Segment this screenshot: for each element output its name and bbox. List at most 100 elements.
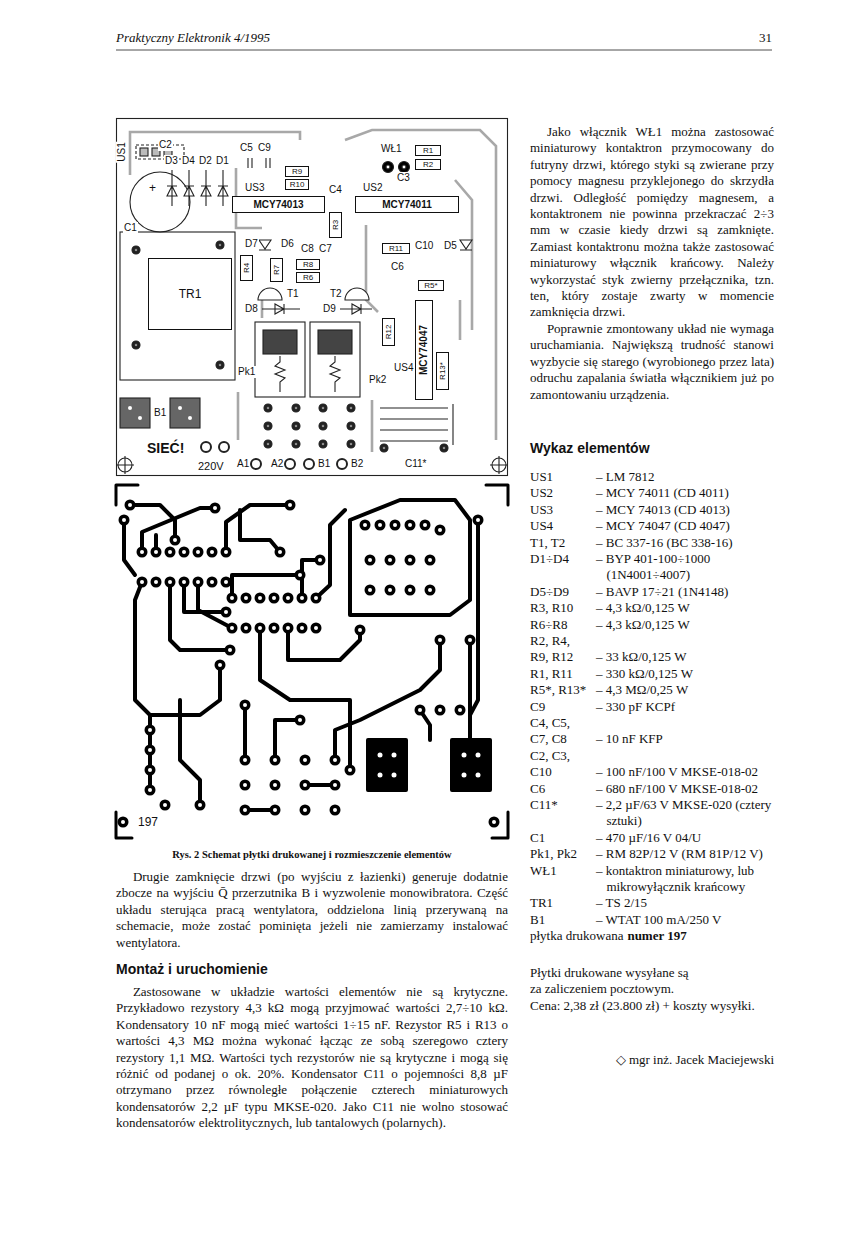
pcb-pad	[145, 765, 156, 776]
pcb-artwork	[170, 582, 230, 650]
reed-switch-pads	[399, 162, 410, 173]
part-label: 220V	[197, 460, 225, 473]
part-label: US1	[116, 141, 128, 162]
pcb-pad	[151, 577, 162, 588]
part-designator: R9, R12	[530, 649, 596, 665]
part-label: D4	[181, 155, 196, 167]
component-name: R4	[243, 263, 251, 273]
relay-outline	[264, 440, 272, 448]
header-rule	[116, 50, 772, 51]
relay-outline	[319, 440, 327, 448]
relay-outline	[330, 356, 340, 392]
pcb-artwork	[378, 753, 383, 758]
capacitor-bank	[380, 440, 448, 441]
ic-outline: MCY74013	[232, 196, 325, 213]
pcb-pad	[165, 547, 176, 558]
pcb-pad	[330, 805, 341, 816]
part-designator: US4	[530, 518, 596, 534]
component-box: R12	[382, 318, 395, 346]
pcb-artwork	[316, 510, 345, 598]
terminal-screw	[285, 459, 295, 469]
pcb-pad	[221, 547, 232, 558]
pcb-pad	[465, 635, 476, 646]
part-label: D6	[280, 238, 295, 250]
pcb-pad	[330, 755, 341, 766]
component-box: R11	[382, 243, 410, 254]
pcb-artwork	[462, 753, 467, 758]
pcb-pad	[240, 700, 251, 711]
pcb-pad	[269, 623, 280, 634]
relay-outline	[264, 404, 272, 412]
part-designator: US1	[530, 469, 596, 485]
component-name: R11	[389, 245, 403, 253]
pcb-artwork	[135, 582, 150, 790]
part-designator: B1	[530, 912, 596, 928]
body-paragraph: Drugie zamknięcie drzwi (po wyjściu z ła…	[116, 869, 508, 951]
parts-row: C7, C8– 10 nF KFP	[530, 731, 774, 747]
pcb-artwork	[378, 773, 383, 778]
diode-symbol	[201, 170, 211, 206]
part-label: C2	[158, 139, 173, 151]
part-label: D3	[164, 155, 179, 167]
pcb-pad	[160, 800, 171, 811]
part-value: – BYP 401-100÷1000 (1N4001÷4007)	[596, 551, 774, 584]
part-label: D8	[244, 303, 259, 315]
part-value: – MCY 74013 (CD 4013)	[596, 502, 774, 518]
part-designator: Pk1, Pk2	[530, 846, 596, 862]
pcb-pad	[455, 705, 466, 716]
pcb-pad	[179, 577, 190, 588]
relay-outline	[319, 404, 327, 412]
board-text: płytka drukowana	[530, 928, 624, 943]
capacitor-symbol	[251, 158, 252, 168]
part-label: A1	[236, 458, 250, 470]
pcb-pad	[270, 755, 281, 766]
capacitor-symbol	[247, 158, 248, 168]
part-label: B1	[317, 458, 331, 470]
pcb-artwork	[116, 485, 508, 838]
fuse-holder	[138, 416, 142, 420]
terminal-screw	[251, 459, 261, 469]
pcb-pad	[193, 547, 204, 558]
pcb-pad	[415, 705, 426, 716]
part-designator: C4, C5,	[530, 715, 596, 731]
parts-row: WŁ1– kontaktron miniaturowy, lub mikrowy…	[530, 863, 774, 896]
part-label: T2	[329, 288, 343, 300]
board-number-line: płytka drukowananumer 197	[530, 928, 774, 944]
diode-symbol	[262, 304, 300, 314]
pcb-pad	[195, 800, 206, 811]
part-designator: WŁ1	[530, 863, 596, 896]
component-name: R6	[303, 274, 313, 282]
part-designator: TR1	[530, 895, 596, 911]
capacitor-bank	[452, 404, 453, 445]
part-label: C9	[257, 142, 272, 154]
pcb-artwork	[462, 773, 467, 778]
transformer-outline	[132, 341, 140, 349]
pcb-pad	[170, 535, 181, 546]
fuse-holder	[120, 398, 200, 428]
parts-row: Pk1, Pk2– RM 82P/12 V (RM 81P/12 V)	[530, 846, 774, 862]
header-rule	[116, 50, 772, 51]
pcb-pad	[215, 660, 226, 671]
parts-row: R2, R4,	[530, 633, 774, 649]
pcb-pad	[118, 500, 500, 828]
pcb-pad	[300, 755, 311, 766]
transistor-outline	[258, 288, 282, 300]
pcb-pad	[435, 525, 446, 536]
relay-outline	[310, 322, 360, 397]
transformer-outline	[132, 246, 140, 254]
component-box: R8	[296, 259, 320, 270]
pcb-pad	[300, 780, 311, 791]
component-name: R1	[423, 147, 433, 155]
pcb-artwork	[198, 582, 232, 628]
capacitor-symbol	[130, 172, 190, 232]
pcb-pad	[137, 577, 148, 588]
part-label: C3	[396, 172, 411, 184]
part-value: – MCY 74011 (CD 4011)	[596, 485, 774, 501]
part-designator: T1, T2	[530, 535, 596, 551]
pcb-pad	[270, 780, 281, 791]
pcb-pad	[311, 623, 322, 634]
transformer-outline	[120, 232, 235, 380]
pcb-pad	[297, 593, 308, 604]
capacitor-symbol	[265, 158, 266, 168]
part-designator: C7, C8	[530, 731, 596, 747]
